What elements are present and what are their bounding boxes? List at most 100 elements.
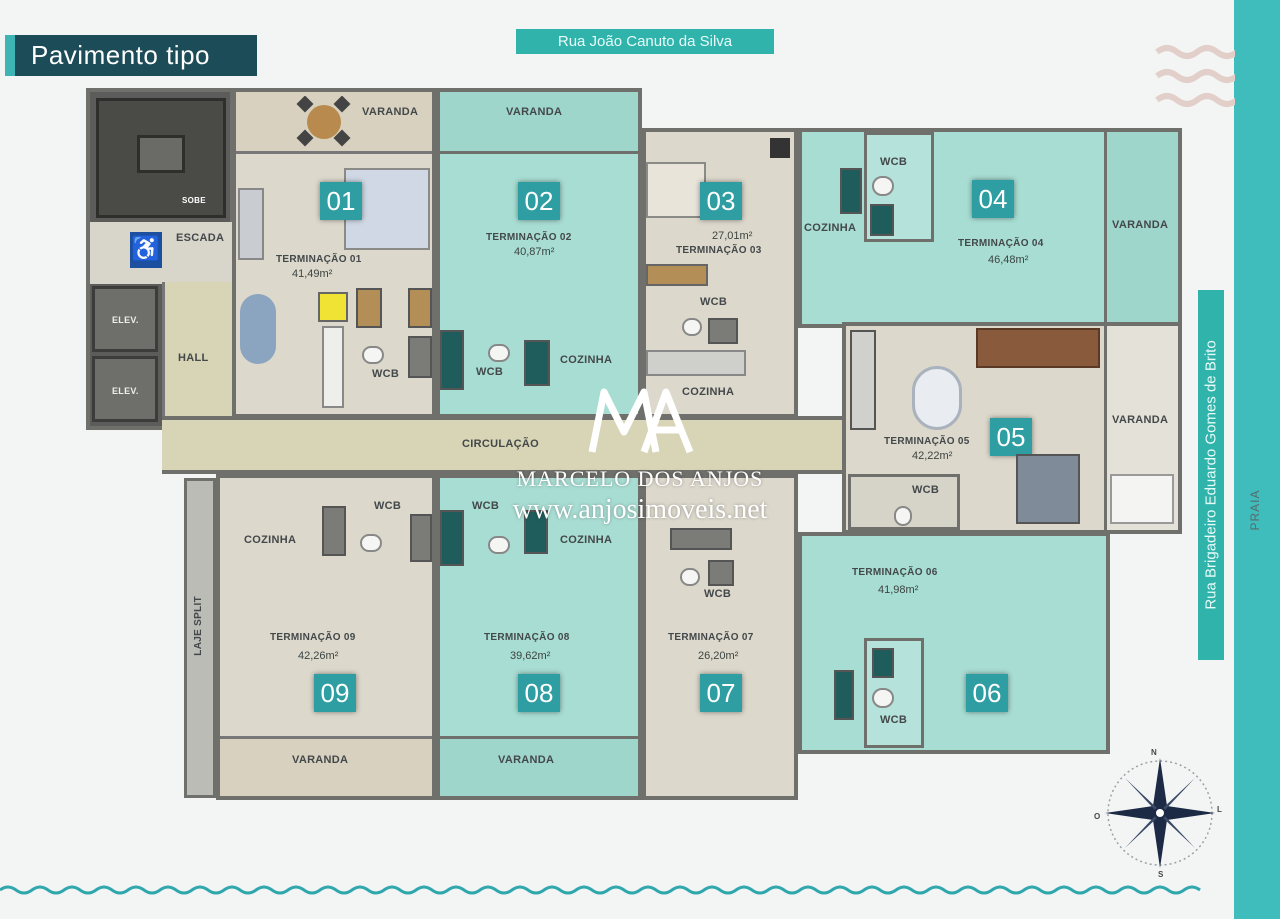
unit-09-name: TERMINAÇÃO 09 bbox=[270, 632, 356, 643]
unit-07-number: 07 bbox=[700, 674, 742, 712]
hall-label: HALL bbox=[178, 352, 209, 364]
unit-03-bed-icon bbox=[646, 162, 706, 218]
unit-04-number: 04 bbox=[972, 180, 1014, 218]
unit-03-cozinha-label: COZINHA bbox=[682, 386, 735, 398]
unit-07-name: TERMINAÇÃO 07 bbox=[668, 632, 754, 643]
unit-05-toilet-icon bbox=[894, 506, 912, 526]
unit-07-sink bbox=[708, 560, 734, 586]
compass-n: N bbox=[1151, 748, 1158, 757]
unit-03-area: 27,01m² bbox=[712, 230, 753, 242]
unit-09-counter bbox=[410, 514, 432, 562]
unit-07-wcb-label: WCB bbox=[704, 588, 732, 600]
page-title: Pavimento tipo bbox=[5, 35, 257, 76]
unit-01-number: 01 bbox=[320, 182, 362, 220]
unit-01-name: TERMINAÇÃO 01 bbox=[276, 254, 362, 265]
unit-01-area: 41,49m² bbox=[292, 268, 333, 280]
unit-06-wcb-label: WCB bbox=[880, 714, 908, 726]
stairs-sobe-label: SOBE bbox=[182, 196, 206, 205]
unit-02-counter bbox=[440, 330, 464, 390]
unit-07-counter bbox=[670, 528, 732, 550]
unit-05-wcb-label: WCB bbox=[912, 484, 940, 496]
elevator-1 bbox=[92, 286, 158, 352]
unit-08-area: 39,62m² bbox=[510, 650, 551, 662]
unit-08-balcony bbox=[440, 736, 638, 796]
unit-07-toilet-icon bbox=[680, 568, 700, 586]
unit-06-number: 06 bbox=[966, 674, 1008, 712]
unit-09-area: 42,26m² bbox=[298, 650, 339, 662]
unit-08-sink bbox=[524, 510, 548, 554]
unit-05-number: 05 bbox=[990, 418, 1032, 456]
beach-label: PRAIA bbox=[1248, 489, 1262, 531]
waves-icon bbox=[1155, 45, 1235, 107]
watermark-logo bbox=[588, 388, 694, 454]
unit-06-counter bbox=[834, 670, 854, 720]
unit-06-toilet-icon bbox=[872, 688, 894, 708]
sea-strip bbox=[1234, 0, 1280, 919]
accessibility-icon: ♿ bbox=[130, 232, 162, 268]
unit-03-shelf bbox=[646, 264, 708, 286]
bottom-wave bbox=[0, 885, 1201, 895]
unit-05-lounger-icon bbox=[1110, 474, 1174, 524]
unit-03-number: 03 bbox=[700, 182, 742, 220]
unit-09-wcb-label: WCB bbox=[374, 500, 402, 512]
unit-03-sink bbox=[708, 318, 738, 344]
unit-03-dice-icon bbox=[770, 138, 790, 158]
watermark-url: www.anjosimoveis.net bbox=[512, 494, 768, 525]
unit-09-cozinha-label: COZINHA bbox=[244, 534, 297, 546]
unit-03-wcb-label: WCB bbox=[700, 296, 728, 308]
unit-09-balcony bbox=[220, 736, 432, 796]
unit-09-sink bbox=[322, 506, 346, 556]
circulation-corridor bbox=[162, 416, 842, 474]
unit-08-name: TERMINAÇÃO 08 bbox=[484, 632, 570, 643]
street-top-label: Rua João Canuto da Silva bbox=[516, 29, 774, 54]
unit-04-varanda-label: VARANDA bbox=[1112, 219, 1169, 231]
unit-02-area: 40,87m² bbox=[514, 246, 555, 258]
unit-04-toilet-icon bbox=[872, 176, 894, 196]
unit-08-cozinha-label: COZINHA bbox=[560, 534, 613, 546]
unit-08-varanda-label: VARANDA bbox=[498, 754, 555, 766]
unit-03-kitchen-counter bbox=[646, 350, 746, 376]
compass-l: L bbox=[1217, 805, 1223, 814]
unit-04-cozinha-label: COZINHA bbox=[804, 222, 857, 234]
unit-01-sink bbox=[408, 336, 432, 378]
unit-06-name: TERMINAÇÃO 06 bbox=[852, 567, 938, 578]
unit-02-number: 02 bbox=[518, 182, 560, 220]
unit-05-bed-icon bbox=[1016, 454, 1080, 524]
unit-05-sofa-icon bbox=[976, 328, 1100, 368]
unit-05-varanda-label: VARANDA bbox=[1112, 414, 1169, 426]
unit-04-balcony bbox=[1104, 132, 1178, 324]
elevator-2 bbox=[92, 356, 158, 422]
compass-s: S bbox=[1158, 870, 1164, 879]
unit-02-varanda-label: VARANDA bbox=[506, 106, 563, 118]
unit-01-sofa-icon bbox=[238, 188, 264, 260]
unit-06[interactable] bbox=[798, 532, 1110, 754]
table-icon bbox=[296, 96, 351, 147]
unit-06-sink bbox=[872, 648, 894, 678]
laje-split-area bbox=[184, 478, 216, 798]
unit-01-shelf-2 bbox=[408, 288, 432, 328]
unit-02-cozinha-label: COZINHA bbox=[560, 354, 613, 366]
unit-01-counter bbox=[322, 326, 344, 408]
unit-01-varanda-label: VARANDA bbox=[362, 106, 419, 118]
stair-well bbox=[96, 98, 226, 218]
elevator-2-label: ELEV. bbox=[112, 386, 139, 396]
unit-04-wcb-label: WCB bbox=[880, 156, 908, 168]
unit-02-balcony bbox=[440, 92, 638, 154]
unit-04-name: TERMINAÇÃO 04 bbox=[958, 238, 1044, 249]
unit-01-shelf-1 bbox=[356, 288, 382, 328]
unit-09-number: 09 bbox=[314, 674, 356, 712]
elevator-1-label: ELEV. bbox=[112, 315, 139, 325]
unit-01-wcb-label: WCB bbox=[372, 368, 400, 380]
unit-08-wcb-label: WCB bbox=[472, 500, 500, 512]
watermark-name: MARCELO DOS ANJOS bbox=[516, 466, 764, 491]
unit-08-number: 08 bbox=[518, 674, 560, 712]
unit-03-toilet-icon bbox=[682, 318, 702, 336]
escada-label: ESCADA bbox=[176, 232, 225, 244]
unit-05-counter bbox=[850, 330, 876, 430]
circulation-label: CIRCULAÇÃO bbox=[462, 438, 539, 450]
unit-01-round-table bbox=[240, 294, 276, 364]
unit-07-area: 26,20m² bbox=[698, 650, 739, 662]
unit-02-sink bbox=[524, 340, 550, 386]
unit-02-wcb-label: WCB bbox=[476, 366, 504, 378]
escada-area bbox=[90, 222, 234, 284]
